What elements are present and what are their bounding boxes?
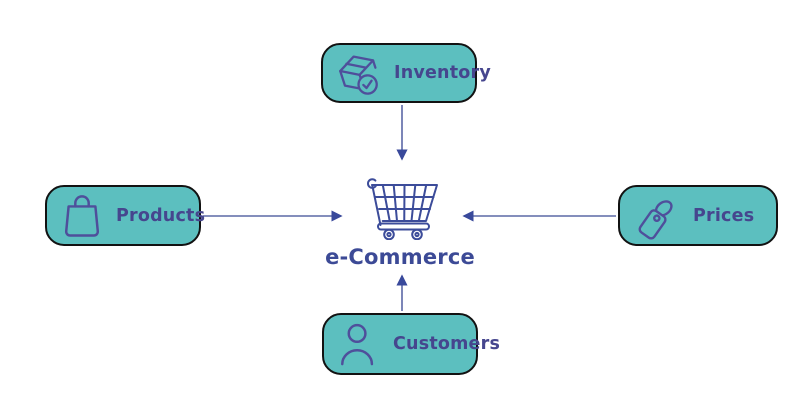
node-inventory: Inventory bbox=[321, 43, 491, 103]
person-icon bbox=[341, 323, 374, 366]
node-customers-label: Customers bbox=[393, 334, 501, 354]
shopping-cart-icon bbox=[367, 178, 438, 240]
node-products: Products bbox=[45, 185, 205, 246]
node-prices: Prices bbox=[618, 185, 778, 246]
package-check-icon bbox=[339, 55, 378, 95]
node-inventory-label: Inventory bbox=[394, 63, 491, 83]
node-prices-label: Prices bbox=[693, 205, 755, 226]
price-tag-icon bbox=[638, 199, 673, 240]
node-customers: Customers bbox=[322, 313, 500, 375]
shopping-bag-icon bbox=[64, 194, 100, 237]
node-products-label: Products bbox=[116, 205, 206, 226]
center-label: e-Commerce bbox=[325, 245, 475, 269]
